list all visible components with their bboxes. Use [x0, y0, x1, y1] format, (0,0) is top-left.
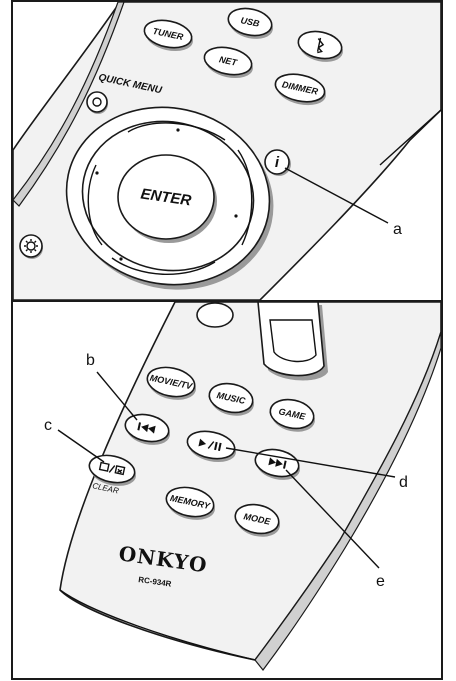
play-pause-button[interactable] — [184, 427, 239, 466]
up-arrow-icon — [176, 128, 180, 132]
callout-a-leader — [284, 167, 389, 224]
callout-a: a — [393, 221, 402, 238]
remote-edge-bottom — [254, 331, 441, 671]
remote-edge-top — [13, 2, 125, 207]
figure-frame — [11, 0, 443, 680]
usb-label: USB — [240, 15, 261, 29]
game-button[interactable]: GAME — [267, 396, 318, 436]
usb-button[interactable]: USB — [225, 5, 276, 43]
down-arrow-icon — [119, 257, 123, 261]
bottom-panel: MOVIE/TV MUSIC GAME — [44, 302, 441, 671]
callout-c-leader — [57, 429, 105, 463]
callout-d-leader — [225, 447, 396, 478]
callout-b: b — [86, 352, 95, 369]
enter-button[interactable]: ENTER — [117, 154, 217, 243]
callout-b-leader — [96, 371, 138, 421]
net-button[interactable]: NET — [201, 43, 256, 82]
enter-label: ENTER — [140, 186, 193, 210]
quick-menu-icon — [92, 97, 102, 107]
callout-c: c — [44, 417, 52, 434]
movie-tv-button[interactable]: MOVIE/TV — [144, 363, 199, 404]
partial-top-button — [196, 302, 234, 328]
top-panel: TUNER USB NET — [13, 2, 441, 300]
dimmer-button[interactable]: DIMMER — [272, 70, 329, 109]
volume-rocker[interactable] — [257, 302, 328, 381]
setup-button[interactable] — [19, 234, 43, 259]
previous-button[interactable] — [122, 411, 173, 449]
net-label: NET — [218, 54, 239, 68]
remote-bottom-edge — [59, 589, 256, 661]
callout-d: d — [399, 474, 408, 491]
tuner-button[interactable]: TUNER — [141, 16, 196, 55]
repeat-clear-button[interactable] — [86, 452, 139, 490]
callout-e-leader — [285, 469, 380, 569]
next-icon — [268, 457, 287, 469]
left-segment — [87, 164, 103, 246]
music-button[interactable]: MUSIC — [206, 380, 257, 420]
memory-button[interactable]: MEMORY — [163, 483, 218, 524]
info-label: i — [275, 154, 280, 171]
up-segment — [127, 122, 226, 141]
gear-icon — [26, 241, 36, 251]
previous-icon — [137, 422, 156, 434]
callout-e: e — [376, 573, 385, 590]
bluetooth-button[interactable] — [295, 28, 346, 66]
remote-side-edge — [379, 109, 441, 166]
quick-menu-button[interactable] — [86, 91, 108, 114]
repeat-icon — [98, 461, 126, 476]
mode-button[interactable]: MODE — [232, 501, 283, 541]
left-arrow-icon — [95, 171, 99, 175]
right-segment — [237, 149, 253, 246]
right-arrow-icon — [234, 214, 238, 218]
down-segment — [111, 257, 216, 276]
info-button[interactable]: i — [264, 149, 291, 176]
bluetooth-icon — [316, 37, 325, 54]
play-pause-icon — [198, 438, 222, 451]
